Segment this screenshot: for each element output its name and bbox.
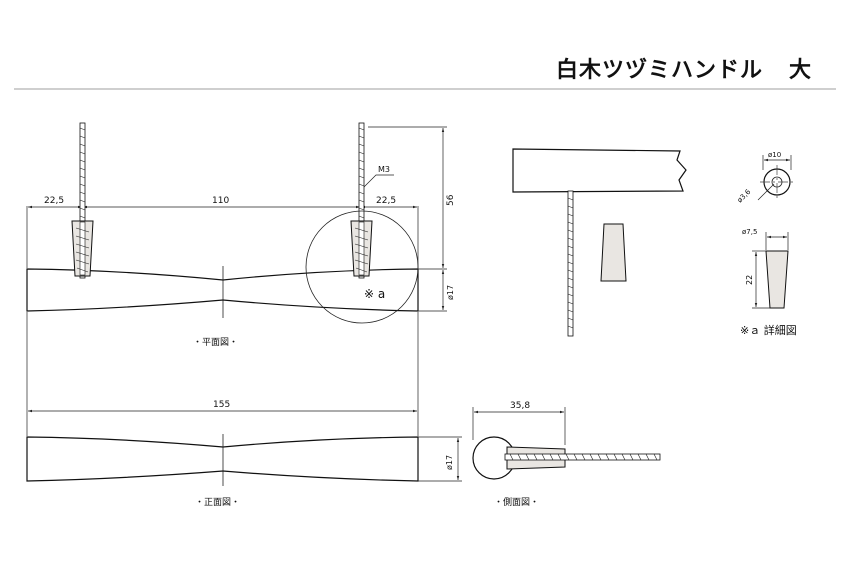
- dim-detail-bottom: ø7,5: [742, 228, 757, 236]
- drawing-title-size: 大: [788, 58, 812, 83]
- detail-a-caption: ※ａ 詳細図: [740, 323, 797, 337]
- dim-detail-height: 22: [745, 275, 754, 285]
- front-view-label: ・正面図・: [195, 497, 240, 508]
- dim-pitch-110: 110: [212, 196, 229, 206]
- front-handle-body: [26, 436, 419, 482]
- dim-detail-top: ø10: [768, 151, 781, 159]
- dim-height-56: 56: [446, 194, 456, 206]
- loose-insert: [600, 223, 627, 282]
- front-view: 155 ø17 ・正面図・: [26, 312, 462, 508]
- dim-length-155: 155: [213, 400, 230, 410]
- detail-a-circle: [305, 210, 419, 324]
- side-view: 35,8 ・側面図・: [472, 401, 661, 508]
- dim-side-depth: 35,8: [510, 401, 530, 411]
- title-rule: [14, 88, 836, 90]
- dim-detail-hole: ø3,6: [736, 187, 753, 204]
- plan-screw-right: [350, 122, 373, 279]
- plan-view: 56 22,5 110 22,5 M3: [26, 122, 456, 348]
- dim-plan-thickness: ø17: [446, 285, 455, 300]
- dim-left-inset: 22,5: [44, 196, 64, 206]
- plan-view-label: ・平面図・: [193, 337, 238, 348]
- plan-screw-left: [71, 122, 94, 279]
- door-section: [512, 148, 687, 337]
- dim-right-inset: 22,5: [376, 196, 396, 206]
- detail-a: ø10 ø3,6 ø7,5 22 ※ａ 詳細図: [736, 151, 797, 337]
- detail-a-marker: ※ a: [364, 287, 385, 301]
- dim-screw-m3: M3: [378, 165, 390, 174]
- side-view-label: ・側面図・: [494, 496, 539, 508]
- drawing-title: 白木ツヅミハンドル大: [556, 52, 812, 84]
- dim-front-thickness: ø17: [445, 455, 454, 470]
- drawing-title-product: 白木ツヅミハンドル: [555, 58, 763, 83]
